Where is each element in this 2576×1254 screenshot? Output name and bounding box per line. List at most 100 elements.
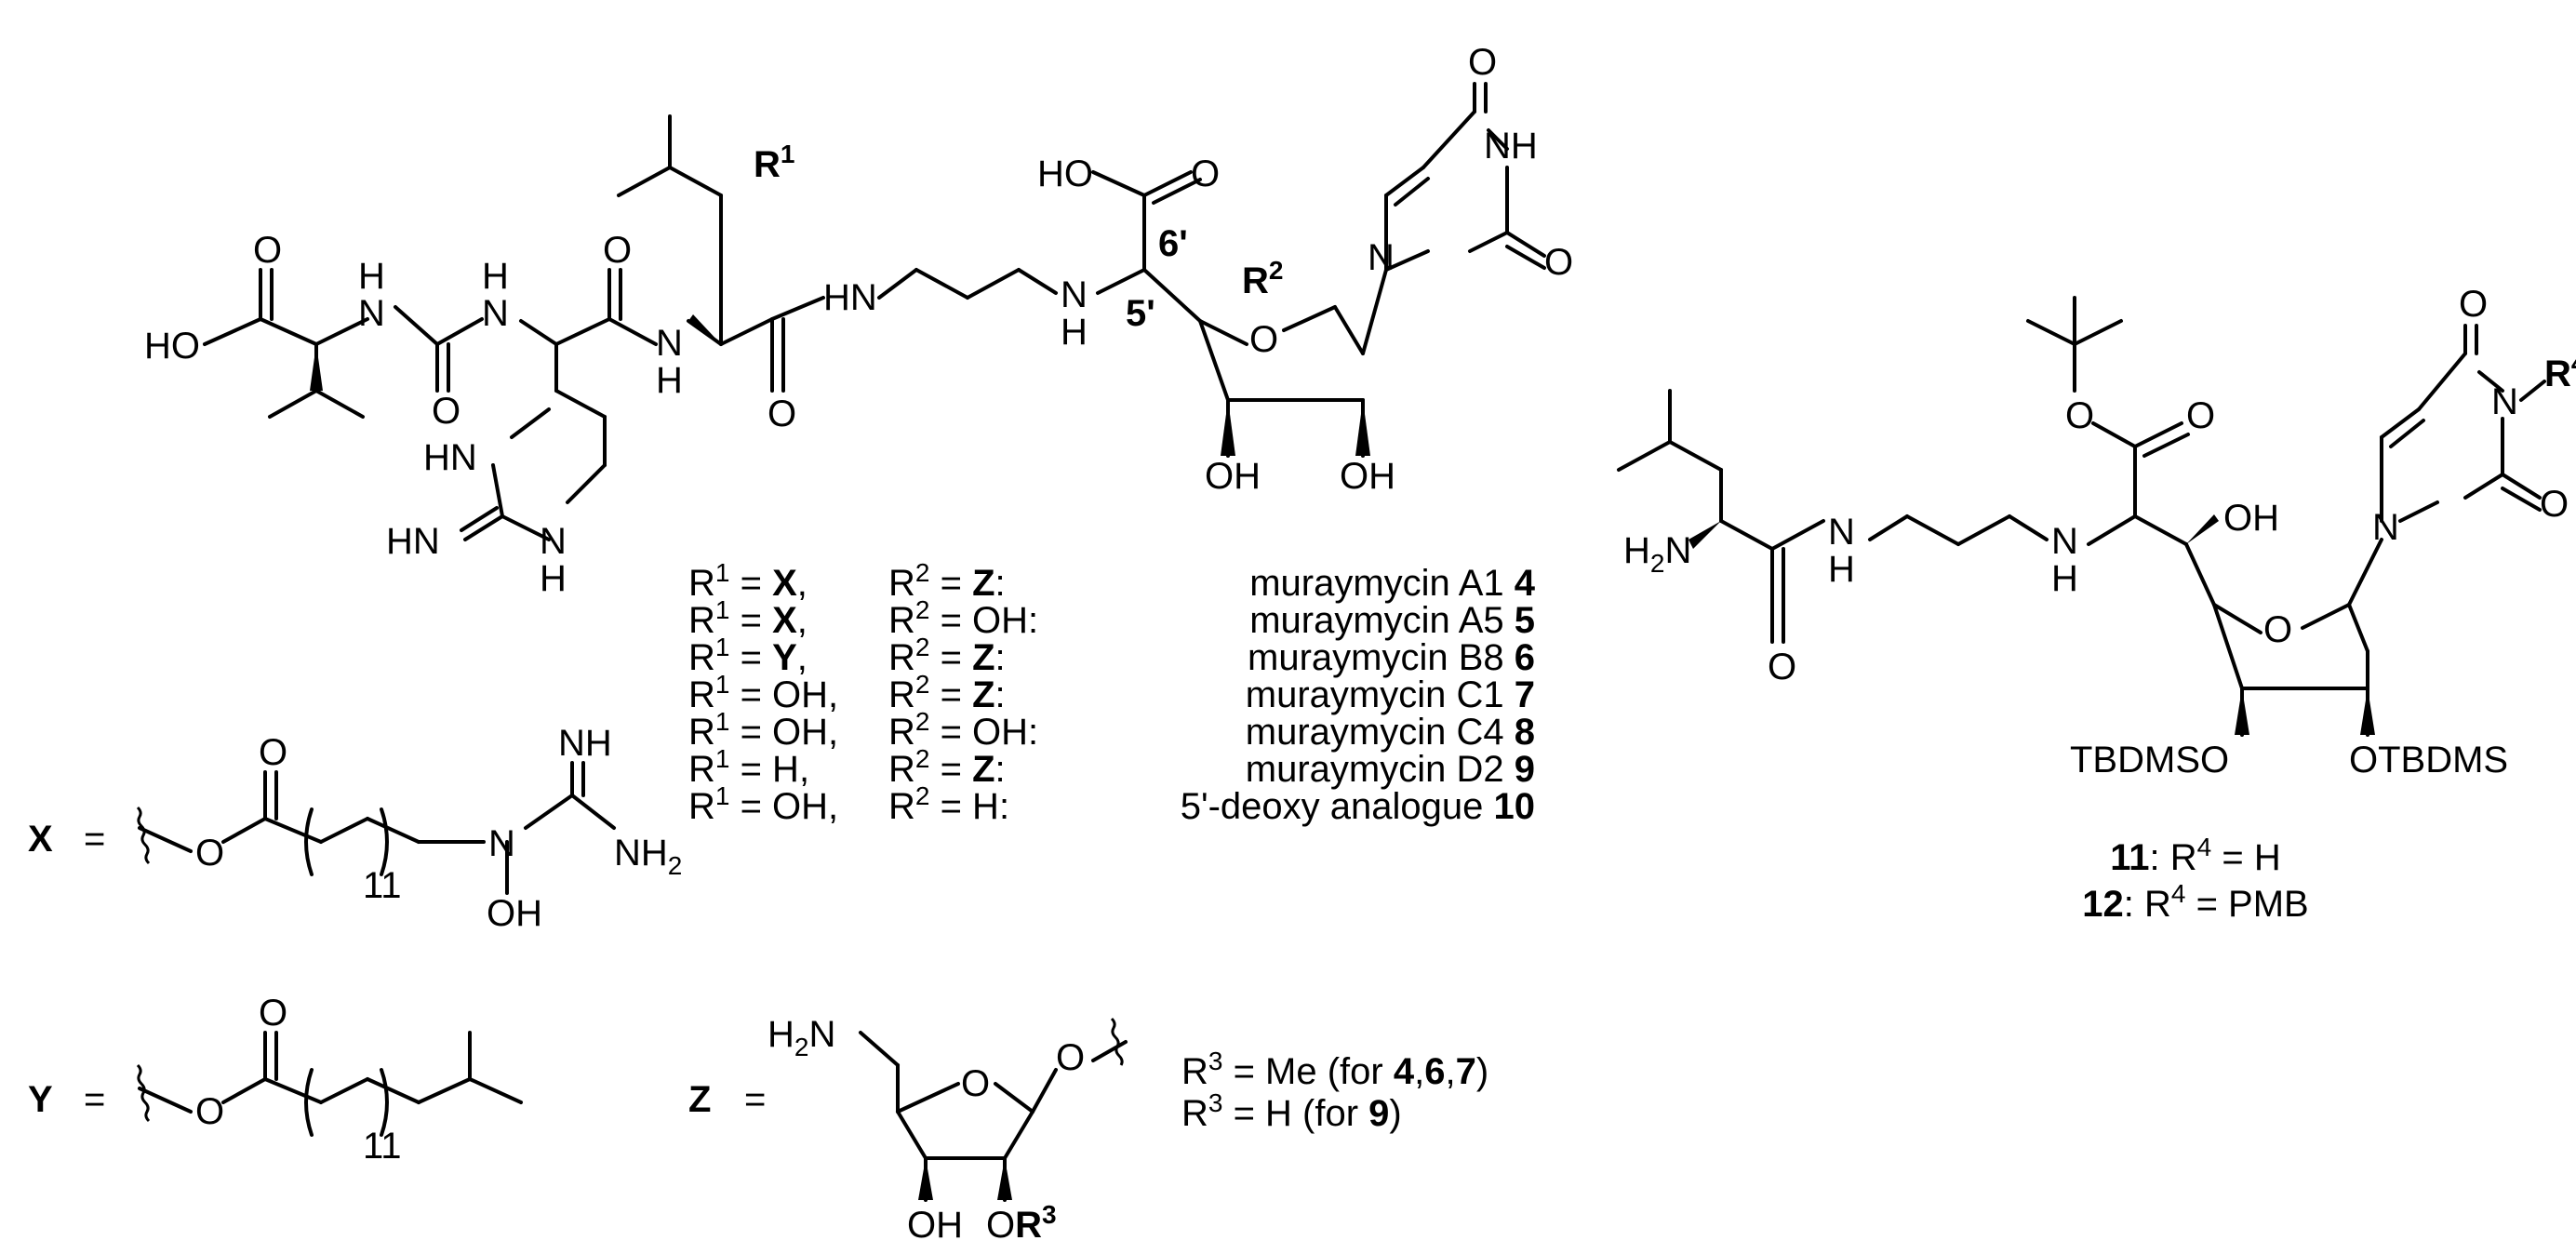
intermediate-amide-h-label: H — [1828, 549, 1855, 590]
intermediate-sec-h-label: H — [2051, 558, 2078, 599]
y-group-label: Y — [28, 1079, 53, 1120]
uracil-o2-label: O — [1544, 242, 1573, 283]
x-imine-label: NH — [558, 723, 612, 764]
intermediate-bonds — [1617, 296, 2546, 737]
legend-compound: muraymycin A5 5 — [1249, 600, 1535, 641]
legend-r2: R2 = Z: — [888, 744, 1006, 790]
legend-r1: R1 = OH, — [688, 670, 838, 715]
x-oh-label: OH — [487, 893, 542, 934]
x-group-label: X — [28, 819, 53, 860]
intermediate-sec-n-label: N — [2051, 521, 2078, 562]
urea-n2-label: N — [482, 293, 509, 334]
position-5-label: 5' — [1126, 293, 1155, 334]
urea-nh-label: H — [358, 256, 385, 297]
legend-r2: R2 = Z: — [888, 670, 1006, 715]
legend-r1: R1 = Y, — [688, 633, 808, 678]
legend-r2: R2 = H: — [888, 781, 1009, 827]
legend-r1: R1 = OH, — [688, 781, 838, 827]
legend-compound: muraymycin C4 8 — [1246, 712, 1535, 753]
x-group-equals: = — [84, 819, 105, 860]
legend-r2: R2 = OH: — [888, 707, 1038, 753]
y-ester-o-label: O — [195, 1091, 224, 1132]
r1-substituent-label: R1 — [754, 140, 794, 185]
uracil-nh-label: NH — [1484, 126, 1538, 167]
legend-r2: R2 = Z: — [888, 633, 1006, 678]
intermediate-uracil-o4-label: O — [2459, 284, 2488, 325]
position-6-label: 6' — [1158, 223, 1188, 264]
intermediate-amide-carbonyl-label: O — [1768, 647, 1796, 687]
muraymycin-atom-labels: HO O H N O N H O N H O HN N H HO O O OH … — [144, 42, 1573, 599]
legend-row: R1 = OH,R2 = Z:muraymycin C1 7 — [688, 670, 1535, 715]
legend-compound: muraymycin A1 4 — [1249, 563, 1536, 604]
guanidine-n-label: N — [540, 521, 567, 562]
y-group-attachment-wavy — [136, 1063, 151, 1123]
z-note: R3 = H (for 9) — [1181, 1088, 1402, 1134]
intermediate-label: 12: R4 = PMB — [2082, 879, 2308, 925]
intermediate-hydroxyl-label: OH — [2223, 498, 2279, 539]
legend-compound: muraymycin B8 6 — [1248, 637, 1535, 678]
z-oh-label: OH — [907, 1205, 963, 1246]
amide2-carbonyl-label: O — [767, 394, 796, 434]
ribose-3-oh-label: OH — [1205, 456, 1261, 497]
x-carbonyl-o-label: O — [259, 732, 287, 773]
legend-row: R1 = X, R2 = OH: muraymycin A5 5 — [688, 595, 1535, 641]
urea-h2-label: H — [482, 256, 509, 297]
r2-substituent-label: R2 — [1242, 256, 1283, 301]
z-group-notes: R3 = Me (for 4,6,7)R3 = H (for 9) — [1181, 1047, 1488, 1134]
z-amine-label: H2N — [767, 1014, 835, 1061]
ribose-2-oh-label: OH — [1340, 456, 1395, 497]
intermediate-uracil-n3-label: N — [2491, 381, 2518, 422]
muraymycin-variant-legend: R1 = X, R2 = Z: muraymycin A1 4R1 = X, R2 =… — [688, 558, 1536, 827]
legend-compound: 5'-deoxy analogue 10 — [1181, 786, 1535, 827]
aminoacid-carbonyl-label: O — [1191, 153, 1220, 194]
x-group-definition: X = O O 11 N NH NH2 OH — [28, 723, 682, 934]
intermediate-compound-labels: 11: R4 = H12: R4 = PMB — [2082, 833, 2308, 925]
intermediate-atom-labels: H2N O N H N H O O OH O TBDMSO OTBDMS N N… — [1623, 284, 2576, 780]
urea-carbonyl-label: O — [432, 391, 460, 432]
y-group-equals: = — [84, 1079, 105, 1120]
guanidine-hn-label: HN — [423, 437, 477, 478]
x-repeat-count: 11 — [363, 865, 402, 906]
legend-row: R1 = H, R2 = Z: muraymycin D2 9 — [688, 744, 1535, 790]
z-group-label: Z — [688, 1079, 711, 1120]
amide2-n-label: N — [656, 323, 683, 364]
intermediate-otbdms-label: OTBDMS — [2349, 740, 2508, 780]
legend-r1: R1 = OH, — [688, 707, 838, 753]
legend-row: R1 = OH, R2 = OH: muraymycin C4 8 — [688, 707, 1535, 753]
legend-r2: R2 = OH: — [888, 595, 1038, 641]
x-ester-o-label: O — [195, 833, 224, 874]
intermediate-stereo-wedges — [1688, 514, 2375, 735]
muraymycin-core-structure: HO O H N O N H O N H O HN N H HO O O OH … — [144, 42, 1573, 599]
intermediate-structure: H2N O N H N H O O OH O TBDMSO OTBDMS N N… — [1617, 284, 2576, 925]
y-group-definition: Y = O O 11 — [28, 993, 523, 1167]
intermediate-label: 11: R4 = H — [2110, 833, 2280, 878]
carbonyl-acid-label: O — [253, 230, 282, 271]
legend-r1: R1 = X, — [688, 595, 808, 641]
guanidine-imine-label: HN — [386, 521, 440, 562]
intermediate-carbonyl-o-label: O — [2186, 395, 2215, 436]
y-repeat-count: 11 — [363, 1126, 402, 1167]
intermediate-uracil-n1-label: N — [2372, 507, 2399, 548]
z-group-attachment-wavy — [1110, 1017, 1124, 1066]
y-carbonyl-o-label: O — [259, 993, 287, 1034]
z-ring-oxygen-label: O — [961, 1063, 990, 1104]
legend-r2: R2 = Z: — [888, 558, 1006, 604]
z-note: R3 = Me (for 4,6,7) — [1181, 1047, 1488, 1092]
hydroxyl-acid-label: HO — [144, 326, 200, 367]
secondary-amine-n-label: N — [1061, 274, 1088, 315]
z-group-definition: Z = H2N O O OH OR3 R3 = Me (for 4,6,7)R3… — [688, 1014, 1488, 1246]
ribose-ring-oxygen-label: O — [1249, 319, 1278, 360]
uracil-n1-label: N — [1368, 237, 1395, 278]
intermediate-amide-n-label: N — [1828, 512, 1855, 553]
x-group-attachment-wavy — [136, 806, 151, 865]
legend-r1: R1 = H, — [688, 744, 809, 790]
z-or3-label: OR3 — [986, 1200, 1057, 1246]
z-glycosidic-oxygen-label: O — [1056, 1037, 1085, 1078]
urea-n-label: N — [358, 293, 385, 334]
legend-compound: muraymycin D2 9 — [1246, 749, 1535, 790]
intermediate-uracil-o2-label: O — [2540, 484, 2569, 525]
z-group-equals: = — [744, 1079, 766, 1120]
r4-substituent-label: R4 — [2544, 349, 2576, 394]
x-n-label: N — [488, 823, 515, 864]
